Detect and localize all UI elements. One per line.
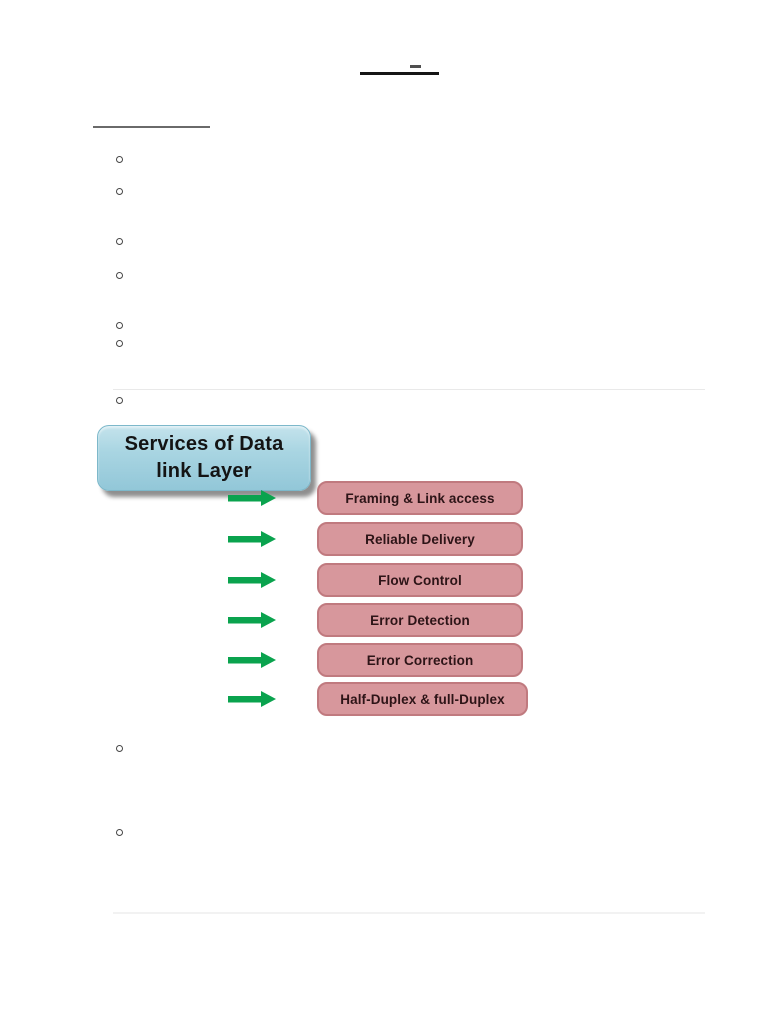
bullet-marker [116,156,123,163]
green-arrow-icon [228,490,276,506]
bullet-marker [116,188,123,195]
service-pill: Half-Duplex & full-Duplex [317,682,528,716]
service-label: Error Correction [366,652,474,668]
green-arrow-icon [228,531,276,547]
service-label: Flow Control [378,572,462,588]
service-label: Error Detection [370,612,470,628]
service-pill: Error Correction [317,643,523,677]
service-pill: Error Detection [317,603,523,637]
diagram-title-line1: Services of Data [124,433,284,455]
section-divider-top [113,389,705,390]
section-divider-bottom [113,912,705,914]
green-arrow-icon [228,652,276,668]
heading-underline-rule [93,126,210,128]
green-arrow-icon [228,612,276,628]
diagram-title-box: Services of Data link Layer [97,425,311,491]
service-label: Framing & Link access [345,490,495,506]
bullet-marker [116,397,123,404]
bullet-marker [116,272,123,279]
service-pill: Reliable Delivery [317,522,523,556]
green-arrow-icon [228,691,276,707]
bullet-marker [116,829,123,836]
bullet-marker [116,340,123,347]
bullet-marker [116,322,123,329]
service-label: Half-Duplex & full-Duplex [340,691,505,707]
bullet-marker [116,238,123,245]
service-label: Reliable Delivery [365,531,475,547]
diagram-title-line2: link Layer [156,460,252,482]
title-dash-mark [410,65,421,68]
service-pill: Framing & Link access [317,481,523,515]
title-underline-rule [360,72,439,75]
service-pill: Flow Control [317,563,523,597]
bullet-marker [116,745,123,752]
green-arrow-icon [228,572,276,588]
